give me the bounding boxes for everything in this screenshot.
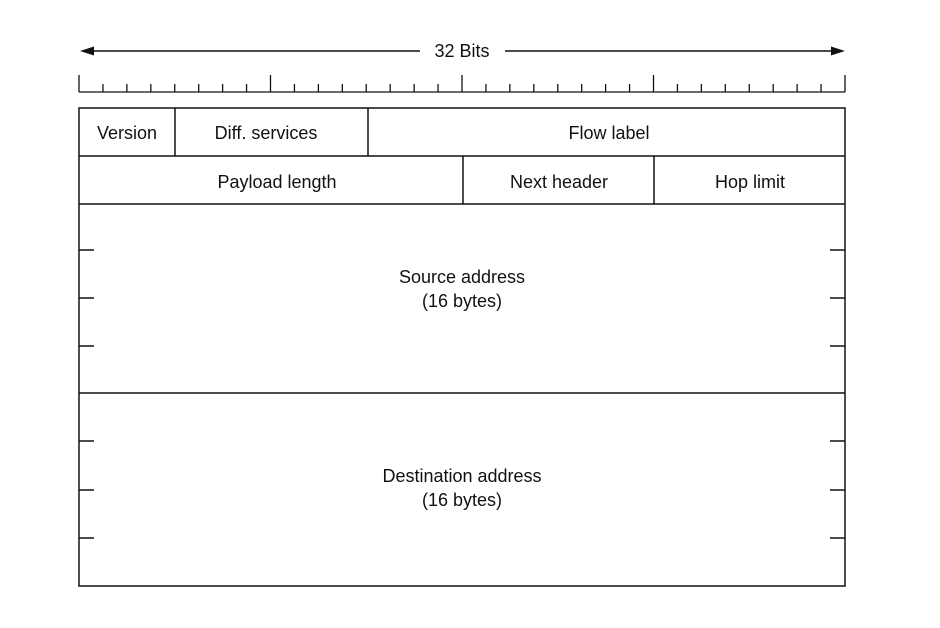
field-destination-address-size: (16 bytes)	[422, 490, 502, 510]
field-hop-limit: Hop limit	[715, 172, 785, 192]
bit-width-arrow	[80, 46, 845, 56]
bit-width-label: 32 Bits	[434, 41, 489, 61]
bit-ruler	[78, 75, 846, 93]
field-next-header: Next header	[510, 172, 608, 192]
address-word-ticks	[79, 249, 845, 539]
field-diff-services: Diff. services	[215, 123, 318, 143]
arrow-head-right-icon	[831, 46, 845, 56]
field-destination-address: Destination address	[382, 466, 541, 486]
field-source-address: Source address	[399, 267, 525, 287]
header-outline	[78, 107, 846, 587]
arrow-head-left-icon	[80, 46, 94, 56]
header-frame	[78, 107, 846, 587]
field-flow-label: Flow label	[568, 123, 649, 143]
field-version: Version	[97, 123, 157, 143]
field-payload-length: Payload length	[217, 172, 336, 192]
field-source-address-size: (16 bytes)	[422, 291, 502, 311]
